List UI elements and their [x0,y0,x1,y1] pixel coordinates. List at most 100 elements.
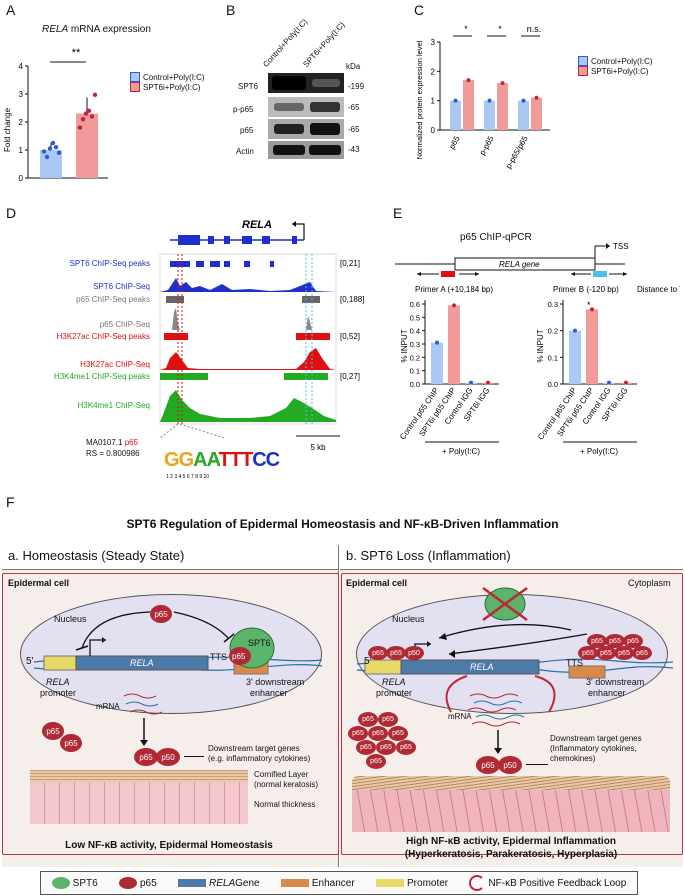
track-h3k4me1-chip: H3K4me1 ChIP-Seq [78,401,150,410]
gene-exon-4 [242,236,252,244]
homeostasis-header-bar [2,545,338,570]
c-bar [450,100,461,130]
legend-c-treat-label: SPT6i+Poly(I:C) [591,66,649,76]
legend-feedback-label: NF-κB Positive Feedback Loop [488,877,627,889]
panel-c-legend: Control+Poly(I:C) SPT6i+Poly(I:C) [578,56,653,76]
e-ytick-label: 0.4 [410,327,420,336]
motif-letter: T [230,449,242,471]
motif-letter: C [266,449,280,471]
enh-p65-4: p65 [632,646,652,660]
motif-rs: RS = 0.800986 [86,449,140,458]
cyto-p65-cluster-b: p65 p65 p65 p65 p65 p65 p65 p65 p65 [348,712,440,772]
e-ytick-label: 0.1 [548,353,558,362]
a-bar-1 [76,113,98,178]
c-point [534,95,539,100]
band-p65-spt6i [310,123,340,135]
c-xtick-label: p-p65 [478,134,496,157]
mrna-transcripts-b [467,693,525,754]
c-bar [463,80,474,130]
spt6-loss-diagram [356,586,674,713]
gene-name-rela: RELA [242,219,272,231]
downstream-word-a: downstream [255,677,305,687]
legend-p65: p65 [118,877,157,889]
b-downstream-2: (Inflammatory cytokines, [550,744,637,753]
dimer-p65-b: p65 [476,756,500,774]
legend-promoter: Promoter [376,878,448,889]
band-pp65-spt6i [310,102,340,112]
h3k4me1-signal [160,390,336,422]
cyto-p65-b-9: p65 [366,754,386,769]
cyto-p65-b-4: p65 [368,726,388,741]
panel-label-e: E [393,205,403,221]
e-point [607,380,611,385]
cyto-p65-b-3: p65 [348,726,368,741]
primer-b-site [593,271,607,277]
h3k27ac-peak-2 [296,333,330,340]
feedback-loop-icon [469,875,486,891]
c-sig-label: * [464,24,468,34]
a-point [56,150,62,155]
c-xtick-label: p65 [447,134,462,151]
e-bar-1 [586,309,598,384]
c-ytick-label: 3 [431,38,436,47]
spt6-icon [51,877,70,889]
cyto-p65-a-2: p65 [60,734,82,752]
c-point [466,78,471,83]
gene-exon-5 [262,236,270,244]
track-h3k27ac-peaks: H3K27ac ChIP-Seq peaks [57,332,150,341]
distance-label: Distance to TSS [637,285,680,294]
h3k27ac-peak-1 [164,333,188,340]
e-point [452,303,456,308]
c-bar [531,97,542,130]
enhancer-label-a: enhancer [250,688,288,698]
e-ytick-label: 0.2 [548,327,558,336]
legend-treat-label: SPT6i+Poly(I:C) [143,82,201,92]
enh-p65-3: p65 [614,646,634,660]
band-actin-control [273,145,305,155]
dimer-p50-a: p50 [156,748,180,766]
arrow-downstream-b [526,764,548,766]
gene-exon-6 [292,236,297,244]
gene-exon-3 [224,236,230,244]
spt6-loss-footer-1: High NF-κB activity, Epidermal Inflammat… [406,836,616,847]
track-p65-chip: p65 ChIP-Seq [100,320,150,329]
motif-letter: C [252,449,266,471]
promoter-label-b: promoter [376,688,413,698]
c-ytick-label: 2 [431,67,436,76]
range-h3k27ac: [0,52] [340,332,360,341]
panel-label-a: A [6,2,16,18]
gene-exon-2 [208,236,214,244]
spt6-signal [160,278,336,292]
a-point [86,108,92,114]
panel-label-d: D [6,205,17,221]
kda-pp65: -65 [348,103,360,112]
legend-enhancer-label: Enhancer [311,877,355,889]
kda-spt6: -199 [348,82,365,91]
cyto-p65-a-1: p65 [42,722,64,740]
keratosis-label: (normal keratosis) [254,780,319,789]
legend-feedback: NF-κB Positive Feedback Loop [469,875,626,891]
a-point [89,114,95,119]
track-spt6-chip: SPT6 ChIP-Seq [93,282,150,291]
band-spt6-spt6i [312,79,340,87]
motif-letter: A [193,449,207,471]
e-footer-label: + Poly(I:C) [580,447,618,456]
panel-d-tracks: RELA SPT6 ChIP-Seq peaks SPT6 ChIP-Seq p… [54,219,365,480]
motif-zoom-line-1 [159,423,179,439]
track-p65-peaks: p65 ChIP-Seq peaks [76,295,150,304]
cyto-p65-b-7: p65 [376,740,396,755]
range-p65: [0,188] [340,295,364,304]
motif-letter: G [164,449,179,471]
e-ytick-label: 0.6 [410,300,420,309]
rela-promoter-a: RELA [46,677,70,687]
p65-peak-2 [302,296,320,303]
legend-c-control-label: Control+Poly(I:C) [591,56,653,66]
blot-label-actin: Actin [236,147,254,156]
a-point [77,125,83,130]
e-point [435,340,439,345]
downstream-label-a: 3' downstream [246,677,304,687]
scale-label: 5 kb [310,443,326,452]
epidermal-cell-b-label: Epidermal cell [346,578,408,588]
blot-label-p65: p65 [240,126,254,135]
